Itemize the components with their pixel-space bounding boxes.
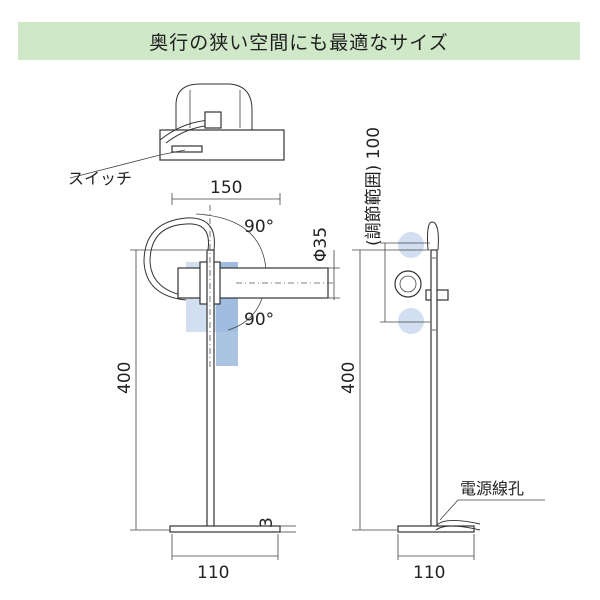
ghost-head-lower [398, 308, 424, 334]
switch-label: スイッチ [68, 169, 132, 188]
power-cord [435, 520, 481, 527]
side-neck [427, 221, 439, 251]
height-left-text: 400 [115, 362, 135, 394]
switch-leader-line [69, 154, 161, 179]
top-view-switch [171, 145, 203, 153]
top-view [69, 83, 285, 179]
angle-top-text: 90° [244, 217, 274, 237]
neck-loop [149, 223, 210, 297]
top-view-joint [204, 111, 222, 129]
base-left-text: 110 [197, 563, 229, 583]
neck-loop [143, 217, 215, 301]
power-cord [435, 525, 481, 531]
top-view-body [159, 129, 285, 161]
base-plate [169, 525, 281, 533]
rotation-arc-top [195, 213, 267, 271]
top-view-head-outline [175, 83, 253, 130]
height-right-text: 400 [339, 362, 359, 394]
banner-title: 奥行の狭い空間にも最適なサイズ [149, 31, 449, 54]
pole [206, 249, 215, 531]
front-view [130, 193, 340, 560]
cord-hole-leader [439, 499, 459, 521]
thickness-text: 3 [257, 517, 277, 528]
cord-hole-label: 電源線孔 [460, 479, 524, 498]
ghost-head-upper [398, 232, 424, 258]
dim-150-text: 150 [210, 178, 242, 198]
adjust-range-text: (調節範囲) 100 [364, 127, 384, 246]
angle-bottom-text: 90° [244, 310, 274, 330]
diameter-text: Φ35 [311, 227, 331, 262]
side-pole [430, 249, 438, 531]
side-head [394, 270, 422, 298]
title-banner: 奥行の狭い空間にも最適なサイズ [18, 22, 580, 60]
side-view [352, 221, 545, 560]
side-head-inner [399, 275, 417, 293]
base-right-text: 110 [413, 563, 445, 583]
switch-leader-line [159, 149, 186, 156]
